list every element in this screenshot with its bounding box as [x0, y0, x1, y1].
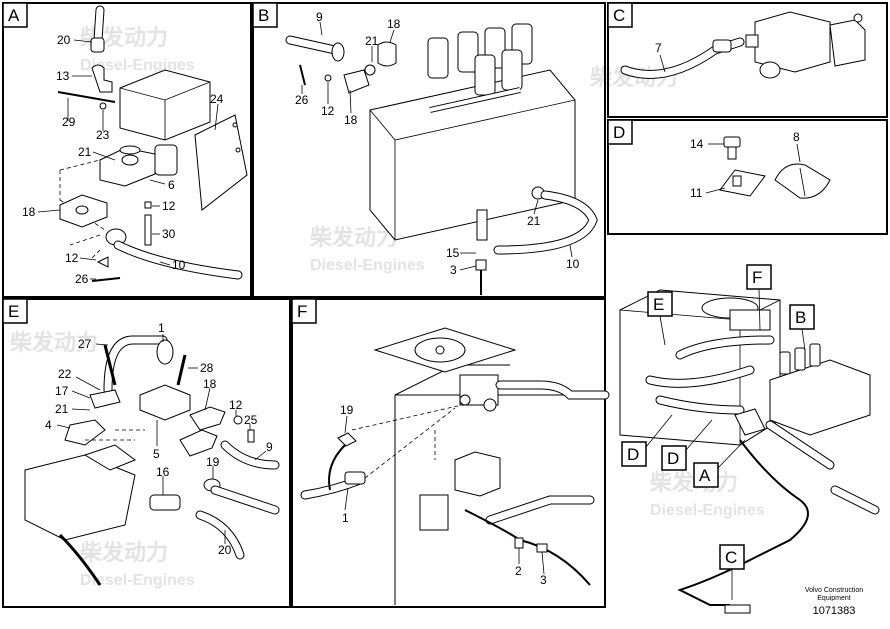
callout: 17	[55, 384, 69, 398]
overview-label-c: C	[725, 548, 737, 567]
callout: 25	[244, 413, 258, 427]
overview-label-e: E	[653, 295, 664, 314]
watermark-sub: Diesel-Engines	[310, 257, 425, 274]
callout: 21	[78, 145, 92, 159]
callout: 23	[96, 128, 110, 142]
callout: 9	[266, 440, 273, 454]
watermark-brand: 柴发动力	[9, 330, 98, 355]
panel-c: C 7	[607, 2, 888, 118]
overview: E F B D D A C	[619, 264, 880, 614]
watermark-brand: 柴发动力	[79, 540, 168, 565]
callout: 4	[45, 418, 52, 432]
callout: 10	[566, 257, 580, 271]
callout: 14	[690, 137, 704, 151]
callout: 12	[162, 199, 176, 213]
callout: 27	[78, 337, 92, 351]
callout: 26	[75, 272, 89, 286]
panel-e-callouts: 27 1 22 28 17 18 21 12 4 25 5 9 16 19 20	[45, 321, 273, 557]
callout: 16	[156, 465, 170, 479]
callout: 11	[690, 186, 703, 200]
overview-label-a: A	[699, 466, 711, 485]
callout: 7	[655, 41, 662, 55]
callout: 18	[203, 377, 217, 391]
callout: 24	[210, 92, 224, 106]
panel-b-label: B	[258, 6, 269, 25]
callout: 15	[446, 246, 460, 260]
callout: 1	[342, 511, 349, 525]
watermark-brand: 柴发动力	[309, 225, 398, 250]
panel-b: B	[252, 2, 606, 298]
callout: 28	[200, 361, 214, 375]
overview-label-f: F	[752, 268, 762, 287]
callout: 18	[344, 113, 358, 127]
callout: 21	[527, 214, 541, 228]
overview-label-d: D	[627, 445, 639, 464]
panel-f-label: F	[297, 302, 307, 321]
panel-e-label: E	[8, 302, 19, 321]
footer-line2: Equipment	[817, 595, 851, 602]
callout: 5	[153, 447, 160, 461]
callout: 30	[162, 227, 176, 241]
watermark-sub: Diesel-Engines	[650, 502, 765, 519]
overview-label-b: B	[795, 308, 806, 327]
callout: 19	[340, 403, 354, 417]
callout: 2	[515, 564, 522, 578]
callout: 18	[22, 205, 36, 219]
footer-code: 1071383	[813, 605, 856, 617]
callout: 18	[387, 17, 401, 31]
panel-d-label: D	[613, 123, 625, 142]
callout: 3	[450, 263, 457, 277]
watermark-sub: Diesel-Engines	[80, 572, 195, 589]
callout: 3	[540, 573, 547, 587]
watermark-layer: 柴发动力 Diesel-Engines 柴发动力 Diesel-Engines …	[9, 25, 765, 589]
callout: 1	[158, 321, 165, 335]
callout: 10	[172, 258, 186, 272]
callout: 22	[58, 367, 72, 381]
panel-a-label: A	[8, 6, 20, 25]
panel-f: F 19 1 2 3	[291, 298, 610, 608]
panel-c-label: C	[613, 6, 625, 25]
callout: 6	[168, 178, 175, 192]
panel-a-callouts: 20 13 29 23 24 21 6 18 12 30 12 26 10	[22, 33, 224, 286]
callout: 20	[57, 33, 71, 47]
footer: Volvo Construction Equipment 1071383	[805, 587, 863, 617]
panel-d: D 14 11 8	[607, 119, 888, 235]
callout: 12	[229, 398, 243, 412]
callout: 21	[55, 402, 69, 416]
callout: 12	[321, 104, 335, 118]
callout: 21	[365, 34, 379, 48]
callout: 9	[316, 10, 323, 24]
callout: 19	[206, 455, 220, 469]
overview-label-d: D	[667, 449, 679, 468]
callout: 12	[65, 251, 79, 265]
watermark-sub: Diesel-Engines	[80, 57, 195, 74]
callout: 8	[793, 130, 800, 144]
callout: 13	[56, 69, 70, 83]
callout: 29	[62, 115, 76, 129]
callout: 26	[295, 93, 309, 107]
panel-b-callouts: 9 18 21 26 12 18 21 15 3 10	[295, 10, 580, 277]
panel-a: A	[2, 2, 252, 298]
footer-line1: Volvo Construction	[805, 587, 863, 594]
panel-e: E	[2, 298, 291, 608]
callout: 20	[218, 543, 232, 557]
